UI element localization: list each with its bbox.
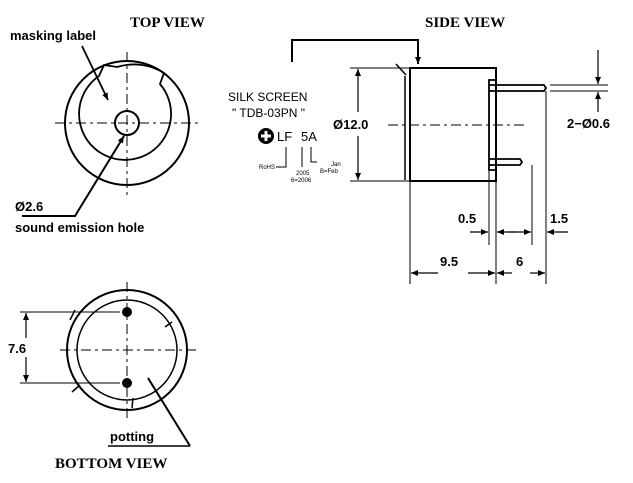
bottom-view-tick [71, 384, 81, 393]
sound-hole-leader [22, 135, 125, 217]
marking-year-line2: 6=2006 [291, 178, 312, 184]
marking-lf: LF [277, 129, 292, 144]
silk-screen: SILK SCREEN " TDB-03PN " LF 5A RoHS 2005… [228, 90, 341, 184]
marking-month-line1: Jan [331, 162, 341, 168]
pin-upper [489, 84, 548, 92]
bottom-view-title: BOTTOM VIEW [55, 456, 167, 472]
bottom-view: 7.6 potting BOTTOM VIEW [8, 282, 200, 472]
hole-diameter-text: Ø2.6 [15, 199, 43, 214]
top-view-title: TOP VIEW [130, 15, 205, 31]
month-leader [310, 147, 317, 163]
silk-screen-model: " TDB-03PN " [232, 106, 305, 120]
potting-text: potting [110, 429, 154, 444]
sound-hole-text: sound emission hole [15, 220, 144, 235]
bottom-view-tick [131, 397, 134, 409]
potting-leader [147, 377, 191, 447]
masking-label-text: masking label [10, 28, 96, 43]
pin-lower [489, 158, 524, 166]
side-view: SIDE VIEW Ø12.0 2−Ø0.6 0. [291, 15, 610, 284]
label-edge-top [395, 63, 407, 76]
rohs-leader [276, 147, 287, 168]
pin-length-dimension: 6 [516, 254, 523, 269]
marking-code: 5A [301, 129, 317, 144]
body-diameter-dimension: Ø12.0 [333, 117, 368, 132]
silk-screen-pointer [291, 39, 421, 64]
masking-label-outline [78, 63, 172, 161]
side-view-title: SIDE VIEW [425, 15, 505, 31]
marking-month-line2: B=Feb [320, 169, 339, 175]
gap-dimension: 0.5 [458, 211, 476, 226]
marking-year-line1: 2005 [296, 171, 310, 177]
pin-diameter-dimension: 2−Ø0.6 [567, 116, 610, 131]
pin-tip-dimension: 1.5 [550, 211, 568, 226]
silk-screen-title: SILK SCREEN [228, 90, 307, 104]
bottom-view-tick [164, 321, 173, 328]
body-height-dimension: 9.5 [440, 254, 458, 269]
pin-pitch-dimension: 7.6 [8, 341, 26, 356]
polarity-plus-icon [258, 128, 274, 144]
marking-rohs: RoHS [259, 165, 275, 171]
top-view: TOP VIEW masking label Ø2.6 sound emissi… [10, 15, 205, 235]
masking-label-leader [81, 45, 109, 101]
